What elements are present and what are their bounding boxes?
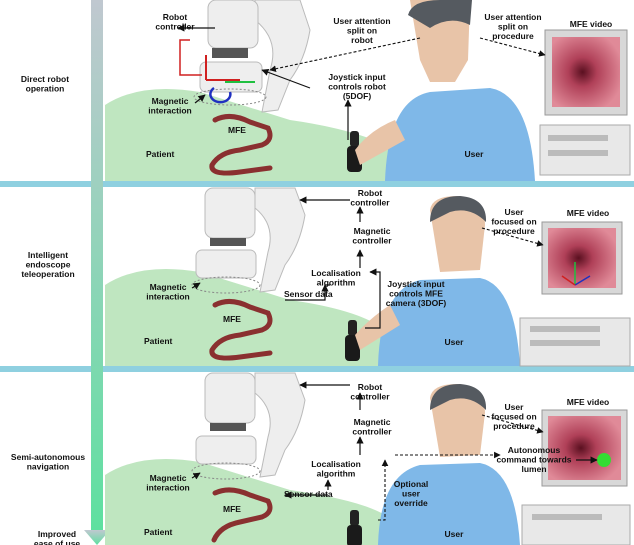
row1-mfe-video-label: MFE video [570,19,613,29]
monitor-icon [521,409,631,545]
row3-mfe-video-label: MFE video [567,397,610,407]
monitor-icon [539,29,631,176]
joystick-icon [345,320,360,361]
row1-patient-label: Patient [146,149,175,159]
colon-icon [209,114,273,176]
row3-sensor-data-label: Sensor data [284,489,333,499]
ease-of-use-arrow [84,0,110,545]
row1-user-label: User [465,149,485,159]
row3-user-label: User [445,529,465,539]
colon-icon [211,487,273,543]
patient-body [105,268,385,366]
row-separator-2 [0,366,634,372]
row3-mfe-label: MFE [223,504,241,514]
robot-arm-icon [191,372,306,480]
user-figure-icon [378,383,520,545]
row-separator-1 [0,181,634,187]
row3-patient-label: Patient [144,527,173,537]
patient-body [105,458,385,545]
joystick-icon [347,510,362,545]
patient-body [105,88,395,181]
row2-user-label: User [445,337,465,347]
row2-mfe-label: MFE [223,314,241,324]
row2-sensor-data-label: Sensor data [284,289,333,299]
monitor-icon [519,221,631,367]
robot-arm-icon [191,187,306,294]
lumen-target-dot [597,453,611,467]
row2-mfe-video-label: MFE video [567,208,610,218]
user-figure-icon [355,0,535,181]
colon-icon [209,299,273,361]
row2-patient-label: Patient [144,336,173,346]
row1-mfe-label: MFE [228,125,246,135]
